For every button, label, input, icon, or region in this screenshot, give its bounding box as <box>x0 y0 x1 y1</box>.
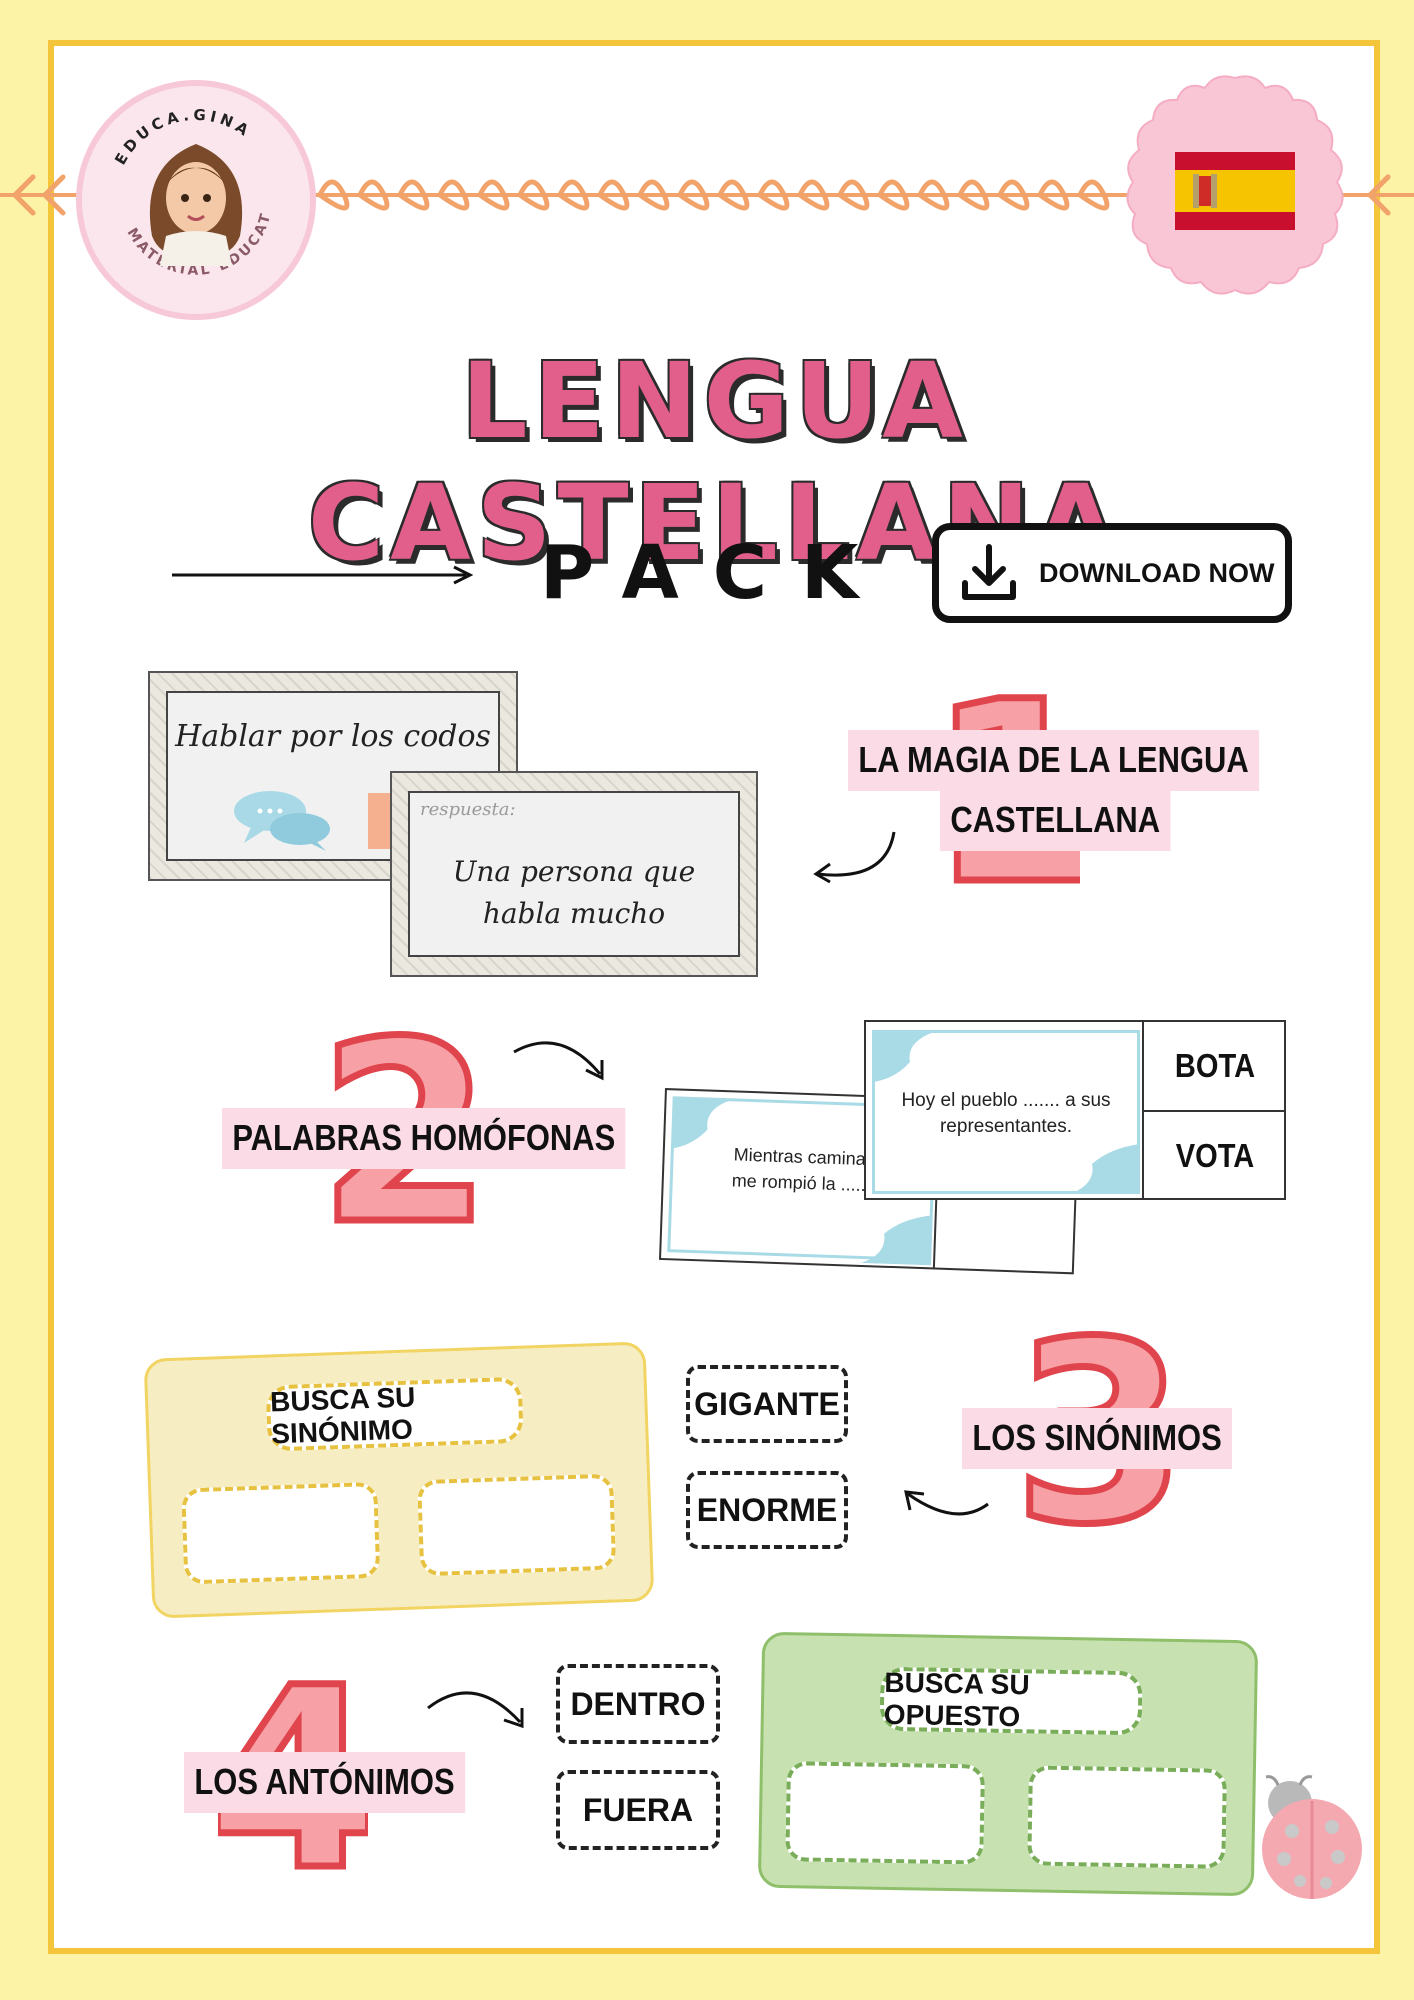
idiom-card-front-text: Hablar por los codos <box>175 719 491 754</box>
page-frame <box>48 40 1380 1954</box>
answer-prefix-text: respuesta: <box>420 799 516 820</box>
section-3-label: LOS SINÓNIMOS <box>962 1408 1233 1469</box>
speech-bubble-icon <box>234 791 330 851</box>
synonym-word-1[interactable]: GIGANTE <box>686 1365 848 1443</box>
arrow-right-icon <box>172 565 474 585</box>
synonym-word-2[interactable]: ENORME <box>686 1471 848 1549</box>
section-1-label-line-2: CASTELLANA <box>940 790 1171 851</box>
homophone-option-2: VOTA <box>1175 1137 1255 1174</box>
antonym-word-1[interactable]: DENTRO <box>556 1664 720 1744</box>
homophone-card-b-line-2: representantes. <box>939 1116 1073 1137</box>
avatar-illustration: EDUCA.GINA MATERIAL EDUCATIVO <box>82 86 272 279</box>
curved-arrow-right-icon <box>427 1691 524 1729</box>
synonym-panel: BUSCA SU SINÓNIMO <box>143 1341 655 1619</box>
synonym-drop-slot-2[interactable] <box>417 1473 617 1577</box>
curved-arrow-left-icon <box>813 831 896 884</box>
antonym-panel: BUSCA SU OPUESTO <box>757 1631 1259 1897</box>
download-icon <box>962 544 1016 600</box>
download-now-label: DOWNLOAD NOW <box>1039 557 1275 588</box>
decorative-wave <box>672 1098 731 1149</box>
decorative-wave <box>1070 1144 1140 1194</box>
curved-arrow-right-icon <box>513 1041 604 1081</box>
download-now-button[interactable]: DOWNLOAD NOW <box>932 523 1292 623</box>
spain-flag-badge <box>1126 75 1344 295</box>
curved-arrow-left-icon <box>904 1490 989 1516</box>
decorative-wave <box>874 1032 934 1082</box>
antonym-panel-title: BUSCA SU OPUESTO <box>879 1666 1143 1736</box>
homophone-card-b-line-1: Hoy el pueblo ....... a sus <box>901 1090 1111 1111</box>
homophone-card-a: Mientras caminab me rompió la ....... VO… <box>658 1088 1080 1275</box>
homophone-card-b: Hoy el pueblo ....... a sus representant… <box>864 1020 1286 1200</box>
antonym-drop-slot-2[interactable] <box>1027 1765 1227 1869</box>
idiom-card-back: respuesta: Una persona que habla mucho <box>390 771 758 977</box>
section-2-label: PALABRAS HOMÓFONAS <box>222 1108 626 1169</box>
answer-line-1: Una persona que <box>452 855 696 888</box>
antonym-drop-slot-1[interactable] <box>785 1761 985 1865</box>
ladybug-icon <box>1262 1775 1362 1899</box>
brand-logo: EDUCA.GINA MATERIAL EDUCATIVO <box>76 80 316 320</box>
spain-flag-icon <box>1175 152 1295 230</box>
synonym-panel-title: BUSCA SU SINÓNIMO <box>265 1376 524 1452</box>
synonym-drop-slot-1[interactable] <box>181 1481 381 1585</box>
answer-line-2: habla mucho <box>482 897 666 930</box>
antonym-word-2[interactable]: FUERA <box>556 1770 720 1850</box>
decorative-wave <box>861 1215 933 1266</box>
homophone-option-1: BOTA <box>1174 1047 1256 1084</box>
section-1-label-line-1: LA MAGIA DE LA LENGUA <box>848 730 1260 791</box>
section-4-label: LOS ANTÓNIMOS <box>184 1752 465 1813</box>
pack-label: PACK 5 <box>540 530 1038 616</box>
